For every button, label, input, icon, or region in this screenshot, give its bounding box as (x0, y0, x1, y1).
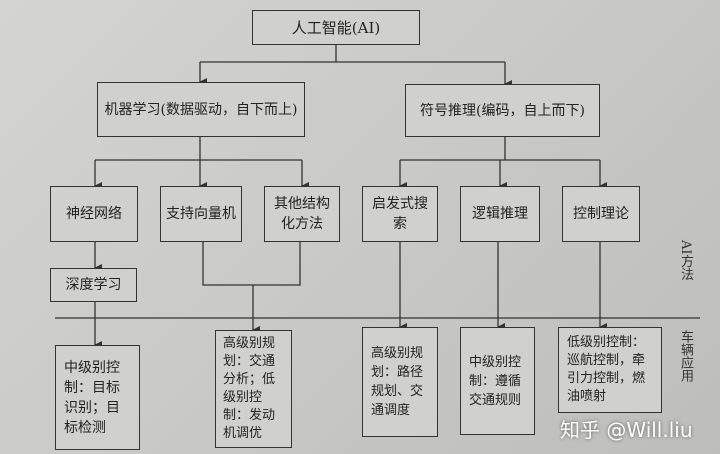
root-node: 人工智能(AI) (252, 10, 420, 45)
symbolic-reasoning-node: 符号推理(编码，自上而下) (405, 84, 600, 137)
control-theory-node: 控制理论 (562, 186, 640, 242)
application-node: 低级别控制：巡航控制，牵引力控制，燃油喷射 (558, 327, 662, 413)
vehicle-applications-label: 车辆应用 (678, 330, 693, 382)
watermark: 知乎 @Will.liu (560, 418, 693, 442)
logic-reasoning-node: 逻辑推理 (460, 186, 540, 242)
deep-learning-node: 深度学习 (50, 268, 137, 302)
application-node: 高级别规划：交通分析；低级别控制：发动机调优 (215, 330, 292, 448)
structured-methods-node: 其他结构化方法 (264, 186, 340, 242)
svm-node: 支持向量机 (160, 186, 242, 242)
heuristic-search-node: 启发式搜索 (362, 186, 438, 242)
neural-network-node: 神经网络 (50, 186, 138, 242)
application-node: 高级别规划：路径规划、交通调度 (362, 327, 438, 437)
application-node: 中级别控制：遵循交通规则 (460, 327, 535, 435)
application-node: 中级别控制：目标识别；目标检测 (55, 345, 140, 450)
ai-methods-label: AI方法 (678, 240, 693, 281)
machine-learning-node: 机器学习(数据驱动，自下而上) (97, 82, 305, 137)
